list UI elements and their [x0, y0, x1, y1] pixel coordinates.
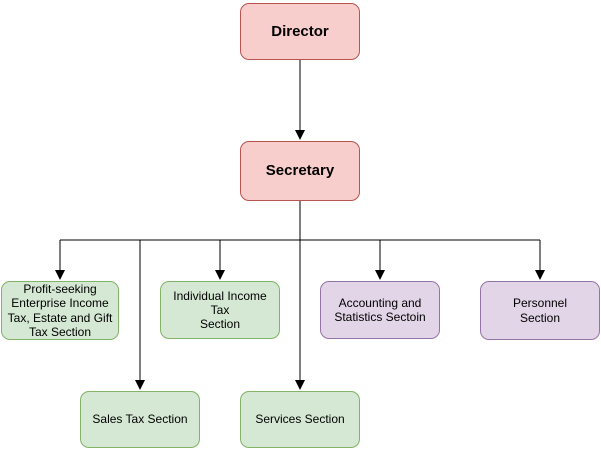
node-director-label: Director — [271, 22, 329, 40]
node-accounting-label: Accounting and Statistics Sectoin — [334, 295, 426, 324]
node-profit-seeking-label: Profit-seeking Enterprise Income Tax, Es… — [7, 282, 113, 339]
node-secretary-label: Secretary — [265, 162, 335, 180]
node-secretary[interactable]: Secretary — [240, 141, 360, 201]
node-sales-tax-section[interactable]: Sales Tax Section — [80, 391, 200, 448]
node-sales-tax-label: Sales Tax Section — [92, 412, 188, 427]
node-individual-income-label: Individual Income Tax Section — [173, 288, 267, 332]
node-individual-income-section[interactable]: Individual Income Tax Section — [160, 281, 280, 339]
node-personnel-section[interactable]: Personnel Section — [480, 281, 600, 340]
node-personnel-label: Personnel Section — [512, 296, 568, 325]
node-services-label: Services Section — [255, 412, 345, 427]
node-profit-seeking-section[interactable]: Profit-seeking Enterprise Income Tax, Es… — [1, 281, 119, 340]
node-services-section[interactable]: Services Section — [240, 391, 360, 448]
node-accounting-section[interactable]: Accounting and Statistics Sectoin — [320, 281, 440, 339]
node-director[interactable]: Director — [240, 3, 360, 60]
